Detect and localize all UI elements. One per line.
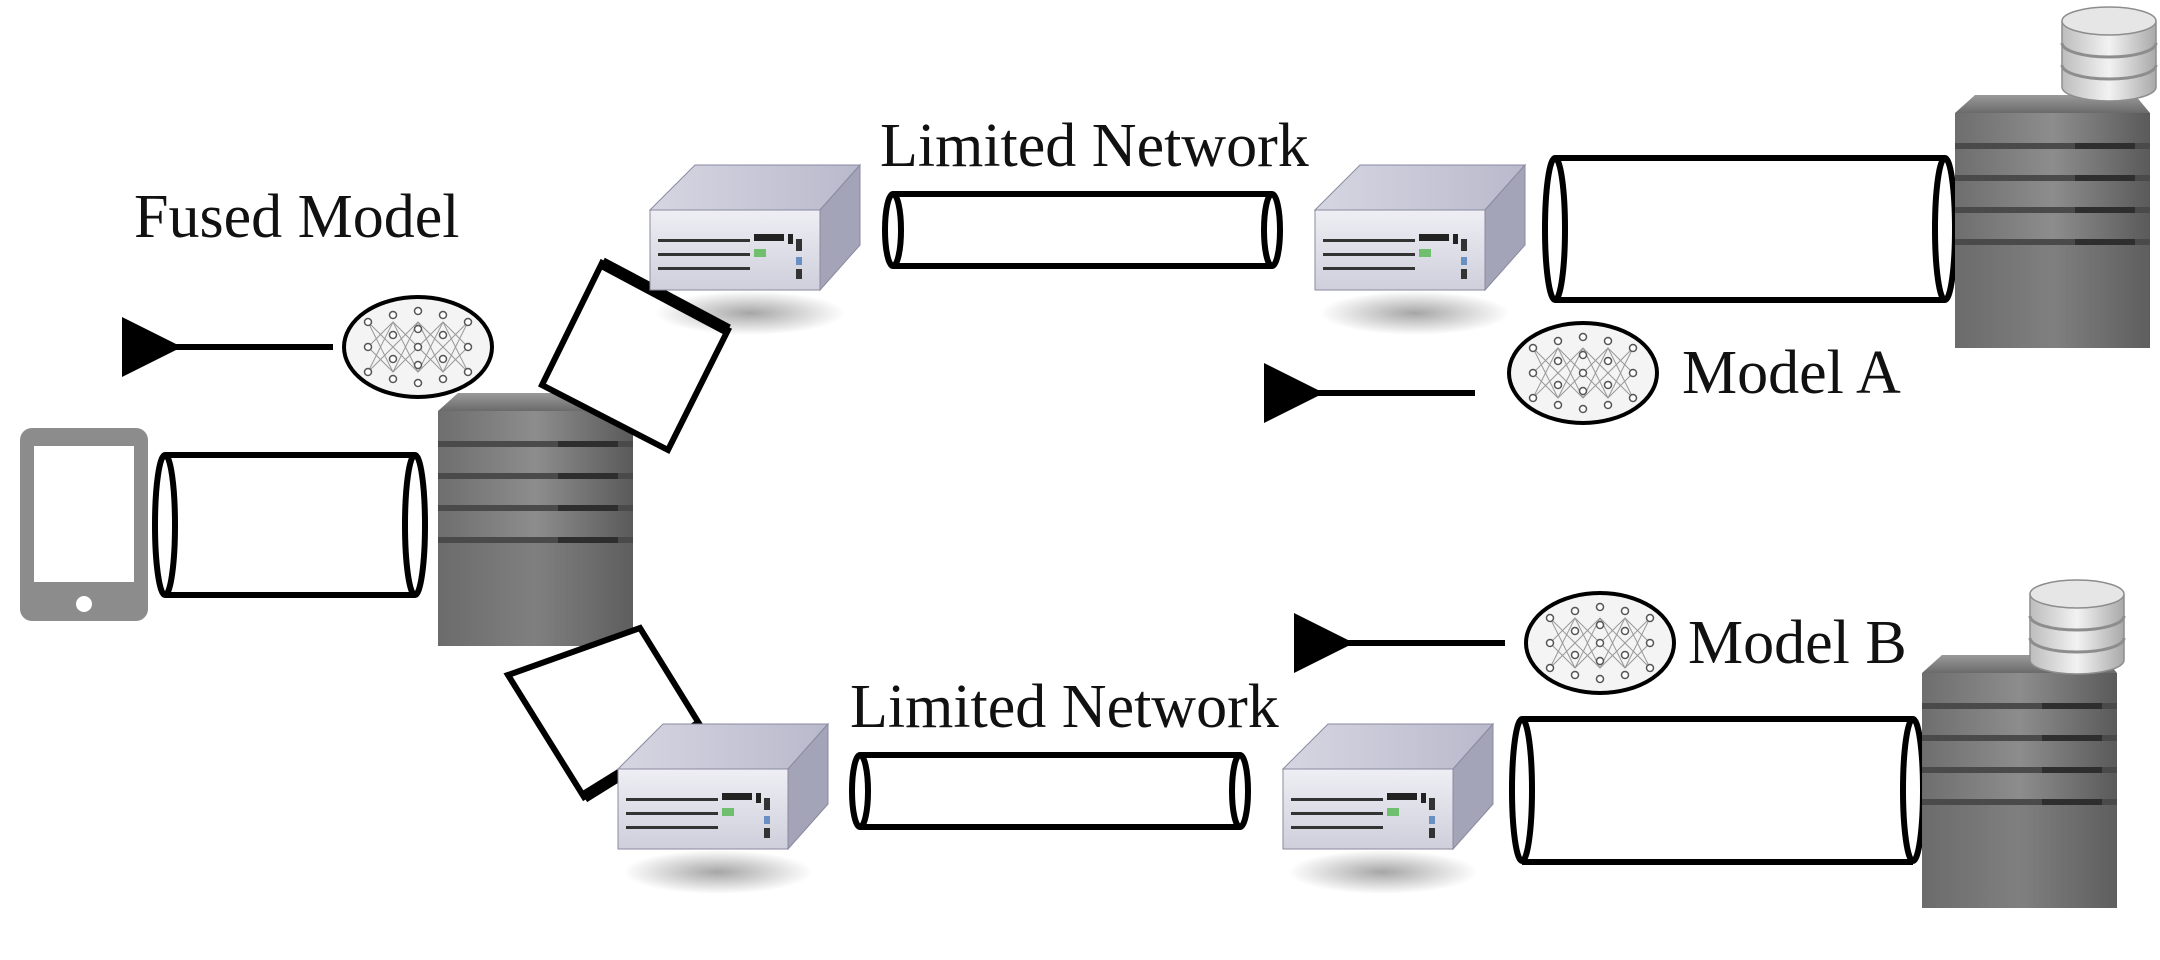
client-a-server-icon [1955,95,2150,348]
fused-model-neural-network-icon [342,295,494,399]
client-b-server-icon [1922,655,2117,908]
model-a-label: Model A [1682,339,1901,407]
model-a-neural-network-icon [1507,321,1659,425]
model-b-label: Model B [1688,609,1907,677]
network-appliance-icon-bottom-right [1282,723,1494,895]
client-a-database-icon [2060,5,2158,103]
limited-network-label-bottom: Limited Network [850,673,1279,741]
network-appliance-icon-top-right [1314,164,1526,336]
tablet-icon [20,428,148,621]
connection-pipe-device [152,452,428,598]
connection-pipe-client-a [1542,155,1958,303]
model-b-neural-network-icon [1524,591,1676,695]
connection-pipe-client-b [1509,716,1926,865]
fusion-server-icon [438,393,633,646]
limited-network-label-top: Limited Network [880,112,1309,180]
network-appliance-icon-bottom-left [617,723,829,895]
fused-model-label: Fused Model [134,183,460,251]
limited-network-pipe-top [882,191,1283,269]
network-appliance-icon-top-left [649,164,861,336]
limited-network-pipe-bottom [849,752,1251,830]
client-b-database-icon [2028,578,2126,676]
